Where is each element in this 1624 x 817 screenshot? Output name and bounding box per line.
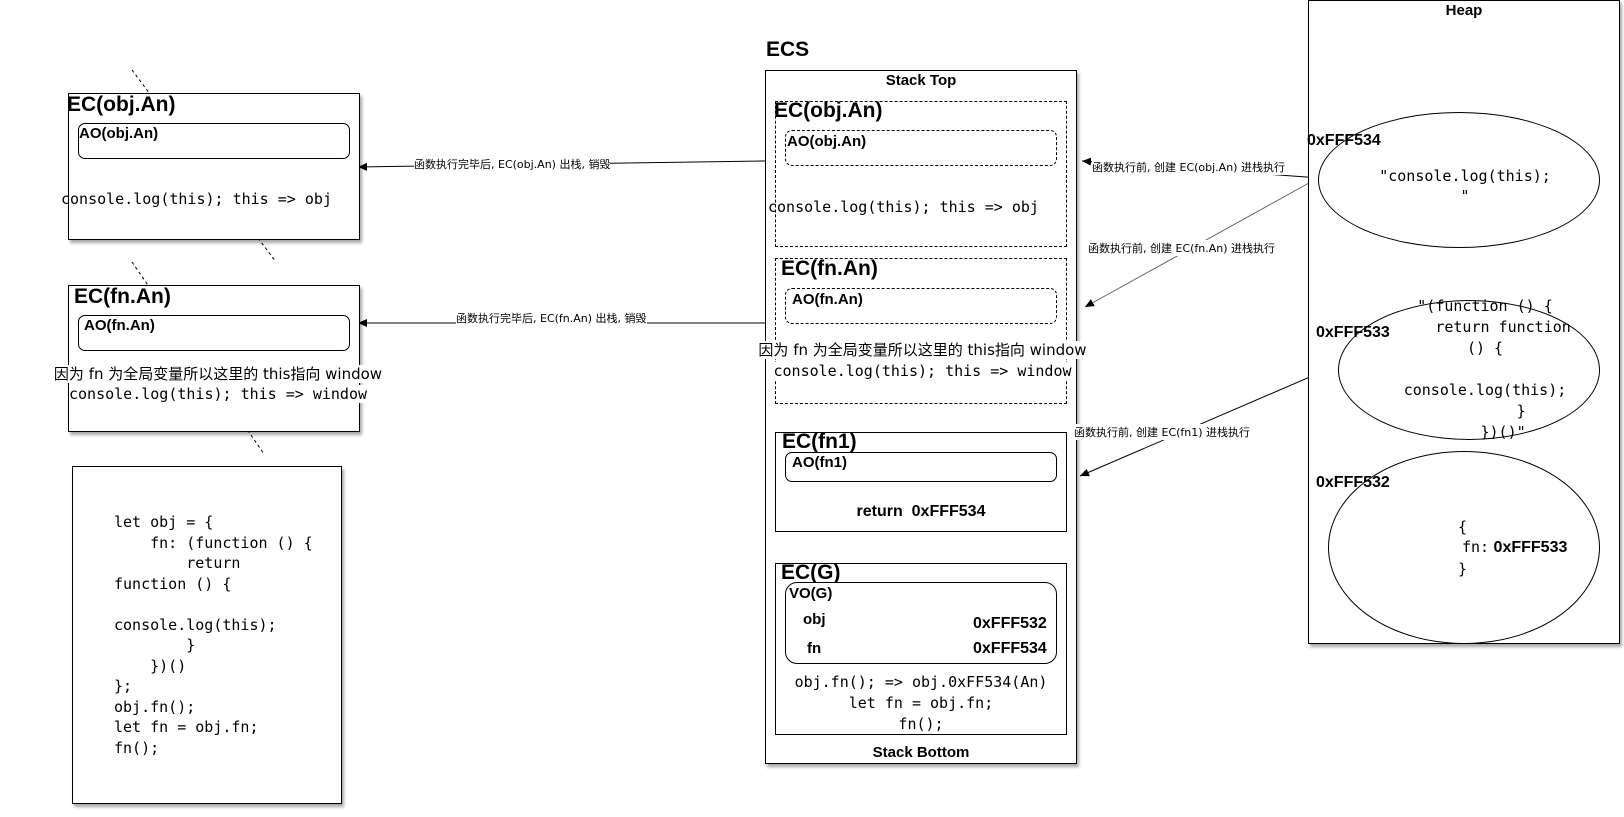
source-code-box: [72, 466, 342, 804]
ecs-g-line: let fn = obj.fn;: [848, 694, 994, 712]
arrow-label-push-fn1: 函数执行前, 创建 EC(fn1) 进栈执行: [1074, 424, 1251, 440]
left-ec-fn-title: EC(fn.An): [74, 285, 171, 308]
arrow-push-fn1: [1079, 363, 1341, 477]
left-ec-obj-code: console.log(this); this => obj: [61, 190, 332, 208]
heap-object-brace-open: {: [1458, 518, 1468, 536]
heap-object-fff533: [1338, 300, 1600, 440]
left-ec-obj-ao-label: AO(obj.An): [79, 125, 159, 142]
ecs-var-value: 0xFFF534: [973, 640, 1047, 657]
left-ec-fn-code: console.log(this); this => window: [68, 385, 367, 403]
ecs-ec-fn-ao-box: [785, 288, 1057, 324]
ecs-g-line: obj.fn(); => obj.0xFF534(An): [794, 673, 1048, 691]
source-code: let obj = { fn: (function () { return fu…: [114, 513, 313, 757]
heap-object-field-key: fn:: [1462, 538, 1490, 556]
ecs-ec-fn1-box: [775, 432, 1067, 532]
ecs-ec-g-title: EC(G): [781, 561, 841, 584]
heap-title: Heap: [1445, 2, 1483, 19]
ecs-ec-fn-note-line: 因为 fn 为全局变量所以这里的 this指向 window: [758, 341, 1087, 359]
ecs-vo-g-box: [785, 582, 1057, 664]
ecs-ec-fn1-ao-label: AO(fn1): [792, 454, 847, 471]
ecs-vo-g-label: VO(G): [789, 585, 833, 602]
left-ec-fn-note-line: 因为 fn 为全局变量所以这里的 this指向 window: [53, 365, 383, 383]
heap-address-label: 0xFFF534: [1307, 132, 1381, 149]
heap-object-fff534: [1318, 112, 1600, 248]
left-ec-obj-title: EC(obj.An): [67, 93, 176, 116]
ecs-ec-fn1-title: EC(fn1): [782, 430, 857, 453]
heap-object-field: fn: 0xFFF533: [1462, 538, 1567, 557]
ecs-title: ECS: [766, 38, 810, 61]
ecs-g-line: fn();: [898, 715, 944, 733]
heap-object-brace-close: }: [1458, 560, 1468, 578]
ecs-ec-obj-ao-box: [785, 130, 1057, 166]
left-ec-fn-box: [68, 285, 360, 432]
heap-object-fff532: [1328, 451, 1600, 644]
left-ec-fn-ao-box: [78, 315, 350, 351]
heap-object-content: "console.log(this); ": [1379, 167, 1551, 205]
ecs-ec-fn1-ao-box: [785, 452, 1057, 482]
ecs-ec-obj-box: [775, 101, 1067, 247]
ecs-var-value: 0xFFF532: [973, 615, 1047, 632]
left-ec-fn-ao-label: AO(fn.An): [84, 317, 155, 334]
heap-object-content: "(function () { return function () { con…: [1403, 297, 1571, 441]
heap-address-label: 0xFFF533: [1316, 324, 1390, 341]
ecs-var-name: fn: [807, 640, 822, 657]
ecs-ec-obj-title: EC(obj.An): [774, 99, 883, 122]
arrow-label-push-fn: 函数执行前, 创建 EC(fn.An) 进栈执行: [1088, 240, 1276, 256]
arrow-label-pop-obj: 函数执行完毕后, EC(obj.An) 出栈, 销毁: [414, 156, 611, 172]
left-ec-obj-box: [68, 93, 360, 240]
stack-bottom-label: Stack Bottom: [872, 744, 970, 761]
arrow-label-push-obj: 函数执行前, 创建 EC(obj.An) 进栈执行: [1092, 159, 1285, 175]
arrow-label-pop-fn: 函数执行完毕后, EC(fn.An) 出栈, 销毁: [456, 310, 647, 326]
ecs-ec-fn-title: EC(fn.An): [781, 257, 878, 280]
ecs-ec-obj-ao-label: AO(obj.An): [787, 133, 867, 150]
ecs-ec-fn1-return: return 0xFFF534: [856, 503, 986, 520]
heap-object-field-value: 0xFFF533: [1493, 539, 1568, 556]
left-ec-obj-ao-box: [78, 123, 350, 159]
ecs-var-name: obj: [803, 611, 826, 628]
left-ec-fn-note: 因为 fn 为全局变量所以这里的 this指向 window console.l…: [8, 364, 428, 404]
ecs-ec-obj-code: console.log(this); this => obj: [768, 198, 1039, 216]
ecs-ec-fn-code: console.log(this); this => window: [773, 362, 1072, 380]
ecs-ec-fn-ao-label: AO(fn.An): [792, 291, 863, 308]
stack-top-label: Stack Top: [885, 72, 957, 89]
ecs-ec-fn-note: 因为 fn 为全局变量所以这里的 this指向 window console.l…: [710, 340, 1135, 382]
ecs-ec-fn-box: [775, 258, 1067, 404]
heap-address-label: 0xFFF532: [1316, 474, 1390, 491]
